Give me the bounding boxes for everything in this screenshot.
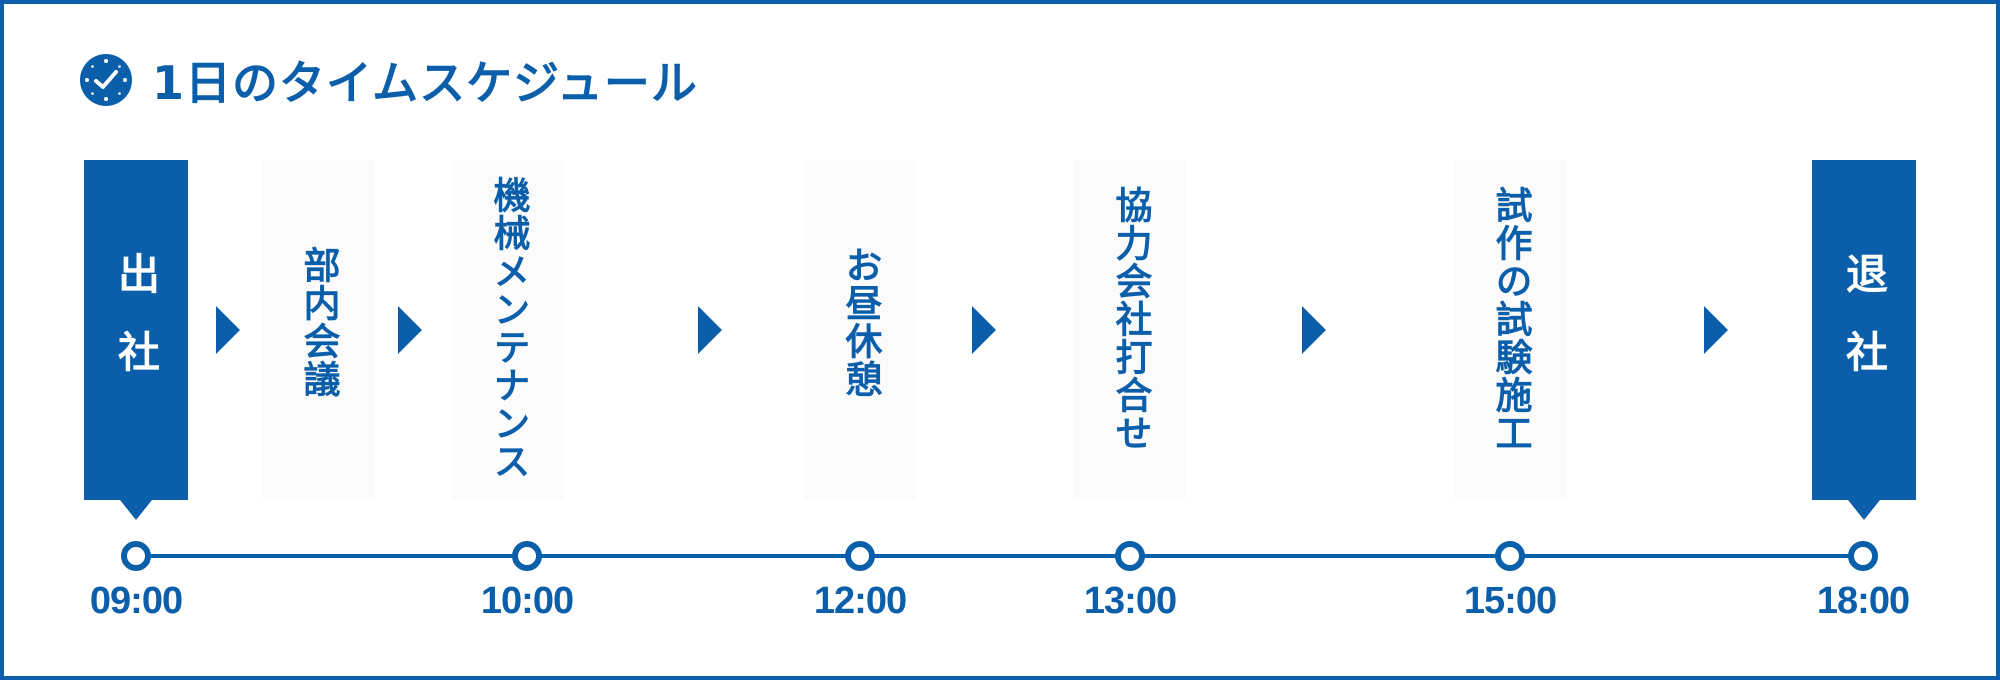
- end-label: 退社: [1839, 252, 1889, 408]
- next-arrow-icon: [698, 306, 722, 354]
- header: 1日のタイムスケジュール: [80, 54, 698, 110]
- next-arrow-icon: [216, 306, 240, 354]
- activity-card: 協力会社打合せ: [1074, 160, 1186, 500]
- timeline-dot: [1495, 541, 1525, 571]
- end-pointer: [1848, 500, 1880, 520]
- end-card: 退社: [1812, 160, 1916, 500]
- timeline-dot: [121, 541, 151, 571]
- activity-label: お昼休憩: [839, 246, 882, 398]
- time-label: 18:00: [1816, 580, 1910, 622]
- time-label: 09:00: [89, 580, 183, 622]
- activity-card: 試作の試験施工: [1454, 160, 1566, 500]
- next-arrow-icon: [1302, 306, 1326, 354]
- next-arrow-icon: [398, 306, 422, 354]
- activity-label: 部内会議: [297, 246, 340, 398]
- time-label: 12:00: [813, 580, 907, 622]
- timeline-dot: [512, 541, 542, 571]
- next-arrow-icon: [972, 306, 996, 354]
- activity-card: 部内会議: [262, 160, 374, 500]
- clock-icon: [80, 54, 132, 106]
- timeline-dot: [1848, 541, 1878, 571]
- time-label: 10:00: [480, 580, 574, 622]
- activity-card: お昼休憩: [804, 160, 916, 500]
- next-arrow-icon: [1704, 306, 1728, 354]
- start-card: 出社: [84, 160, 188, 500]
- time-label: 15:00: [1463, 580, 1557, 622]
- start-pointer: [120, 500, 152, 520]
- timeline: [134, 554, 1864, 558]
- activity-label: 協力会社打合せ: [1109, 186, 1152, 452]
- timeline-dot: [1115, 541, 1145, 571]
- activity-label: 試作の試験施工: [1489, 186, 1532, 452]
- page-title: 1日のタイムスケジュール: [152, 56, 698, 110]
- activity-card: 機械メンテナンス: [452, 160, 564, 500]
- timeline-dot: [845, 541, 875, 571]
- activity-label: 機械メンテナンス: [487, 176, 530, 480]
- start-label: 出社: [111, 252, 161, 408]
- time-label: 13:00: [1083, 580, 1177, 622]
